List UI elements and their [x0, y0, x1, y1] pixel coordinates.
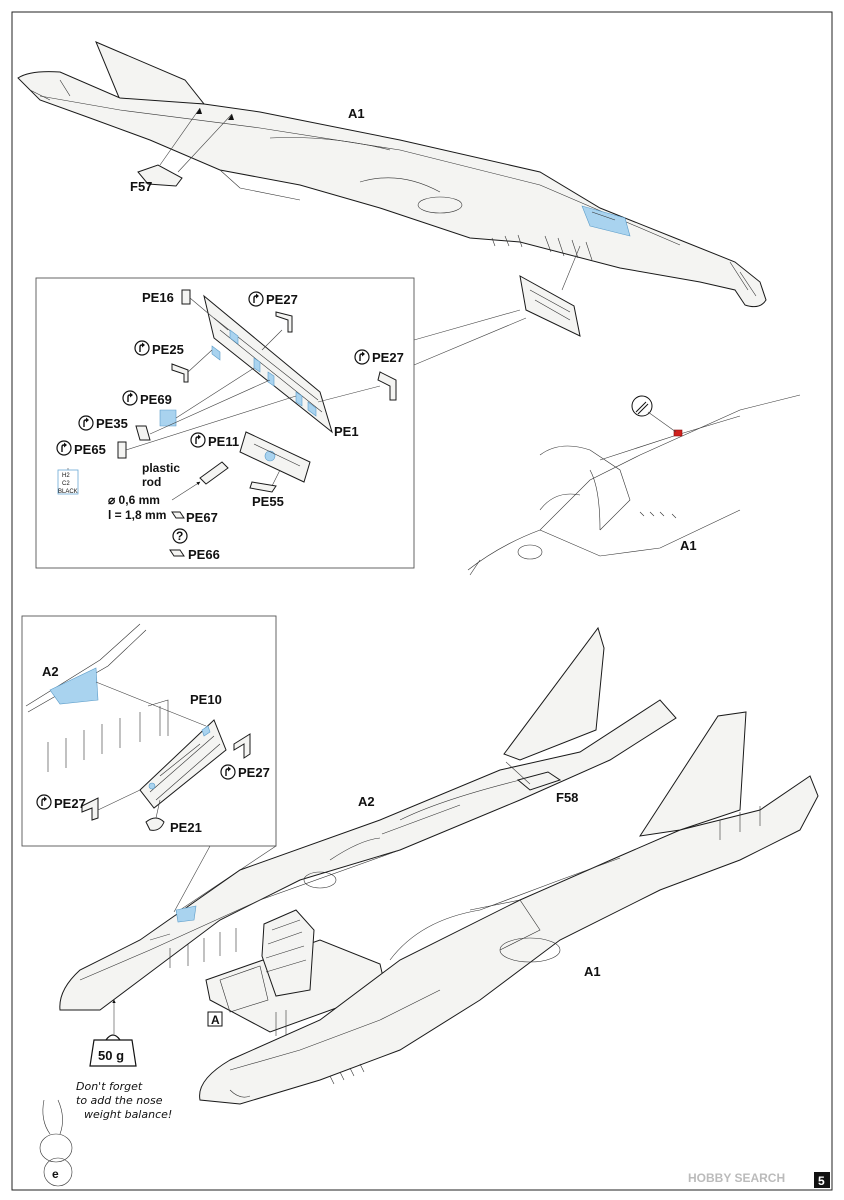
detail-box-cockpit-panel: PE1 PE16 PE27 PE27 PE25 PE69 PE35 PE65 — [35, 277, 527, 569]
pe65-label: PE65 — [74, 442, 106, 457]
red-marker — [673, 429, 683, 437]
fuselage-detail-a1: A1 — [467, 394, 801, 576]
part-pe1-mini — [519, 245, 581, 337]
fuselage-assembly-a1: A1 — [199, 711, 819, 1105]
a1-top-label: A1 — [348, 106, 365, 121]
cockpit-tub — [205, 909, 387, 1036]
paint-line1: H2 — [62, 473, 70, 479]
rabbit-mascot-icon: e — [39, 1099, 73, 1187]
detail-box-instrument-panel: A2 PE10 PE27 PE27 PE21 — [21, 615, 277, 913]
pe69-label: PE69 — [140, 392, 172, 407]
step-ref: A — [211, 1013, 220, 1027]
pe27-d-label: PE27 — [54, 796, 86, 811]
a2-main-label: A2 — [358, 794, 375, 809]
pe27-b-label: PE27 — [372, 350, 404, 365]
page-number: 5 — [818, 1174, 825, 1188]
plastic-rod-label-1: plastic — [142, 461, 180, 475]
watermark: HOBBY SEARCH — [688, 1171, 785, 1185]
svg-text:e: e — [52, 1167, 59, 1181]
part-f57: F57 — [130, 107, 234, 194]
nose-weight: 50 g — [89, 1034, 137, 1067]
note-line-3: weight balance! — [84, 1108, 172, 1121]
page-border — [11, 11, 833, 1191]
f57-label: F57 — [130, 179, 152, 194]
paint-chip: H2 C2 BLACK — [57, 468, 79, 495]
bend-arrow-icon — [122, 390, 138, 406]
bend-arrow-icon — [36, 794, 52, 810]
a2-detail-label: A2 — [42, 664, 59, 679]
part-f58: F58 — [505, 761, 578, 805]
pe1-label: PE1 — [334, 424, 359, 439]
pe66-label: PE66 — [188, 547, 220, 562]
f58-label: F58 — [556, 790, 578, 805]
svg-text:?: ? — [176, 529, 183, 543]
bend-arrow-icon — [220, 764, 236, 780]
pe55-label: PE55 — [252, 494, 284, 509]
bend-arrow-icon — [56, 440, 72, 456]
bend-arrow-icon — [134, 340, 150, 356]
note-line-1: Don't forget — [76, 1080, 143, 1093]
bend-arrow-icon — [78, 415, 94, 431]
template-icon — [631, 395, 653, 417]
pe16-label: PE16 — [142, 290, 174, 305]
rod-diameter: ⌀ 0,6 mm — [108, 493, 160, 507]
step-ref-box: A — [207, 1011, 223, 1027]
pe27-a-label: PE27 — [266, 292, 298, 307]
paint-line2: C2 — [62, 481, 70, 487]
pe35-label: PE35 — [96, 416, 128, 431]
bend-arrow-icon — [354, 349, 370, 365]
bend-arrow-icon — [248, 291, 264, 307]
note-line-2: to add the nose — [76, 1094, 163, 1107]
rod-length: l = 1,8 mm — [108, 508, 166, 522]
bend-arrow-icon — [190, 432, 206, 448]
pe27-c-label: PE27 — [238, 765, 270, 780]
paint-line3: BLACK — [58, 489, 78, 495]
watermark-text: HOBBY SEARCH — [688, 1171, 785, 1185]
pe67-label: PE67 — [186, 510, 218, 525]
pe11-label: PE11 — [208, 434, 239, 449]
plastic-rod-label-2: rod — [142, 475, 161, 489]
a1-detail-label: A1 — [680, 538, 697, 553]
fuselage-top-a1 — [17, 41, 767, 308]
fuselage-assembly-a2: A2 — [59, 626, 677, 1034]
page-number-box: 5 — [814, 1172, 830, 1188]
pe25-label: PE25 — [152, 342, 184, 357]
a1-main-label: A1 — [584, 964, 601, 979]
pe21-label: PE21 — [170, 820, 202, 835]
pe10-label: PE10 — [190, 692, 222, 707]
question-icon: ? — [172, 528, 188, 544]
weight-label: 50 g — [98, 1048, 124, 1063]
